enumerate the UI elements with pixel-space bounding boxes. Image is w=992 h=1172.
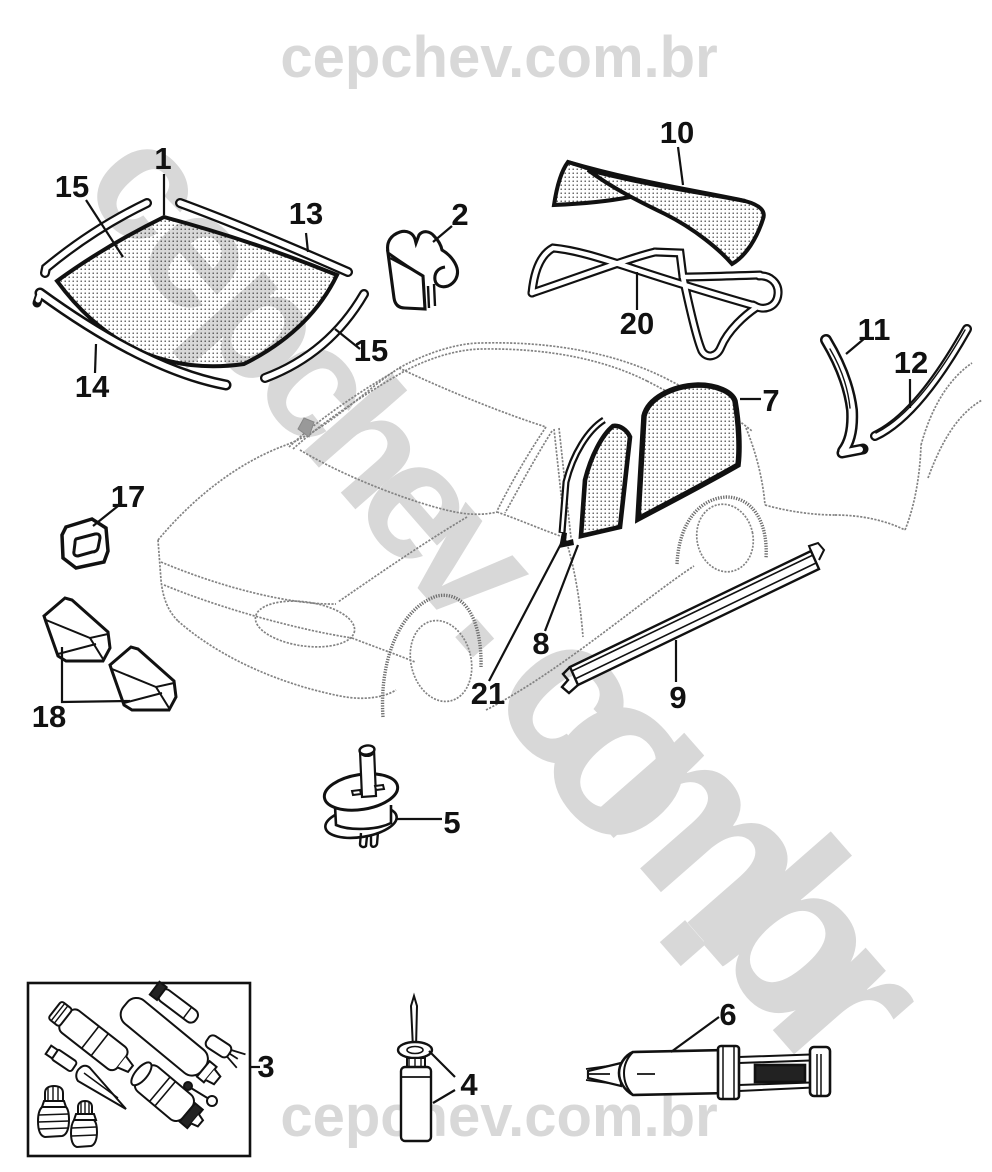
svg-text:20: 20	[620, 306, 654, 341]
svg-text:15: 15	[55, 169, 89, 204]
svg-text:13: 13	[289, 196, 323, 231]
svg-text:15: 15	[354, 333, 388, 368]
svg-text:9: 9	[669, 680, 686, 715]
svg-text:6: 6	[719, 997, 736, 1032]
svg-text:12: 12	[894, 345, 928, 380]
svg-text:14: 14	[75, 369, 110, 404]
svg-text:cepchev.com.br: cepchev.com.br	[280, 25, 717, 90]
svg-text:1: 1	[154, 141, 171, 176]
svg-text:21: 21	[471, 676, 505, 711]
svg-text:3: 3	[257, 1049, 274, 1084]
svg-text:11: 11	[858, 312, 891, 347]
svg-text:5: 5	[443, 805, 460, 840]
svg-text:7: 7	[762, 383, 779, 418]
svg-text:18: 18	[32, 699, 66, 734]
svg-text:8: 8	[532, 626, 549, 661]
svg-text:4: 4	[460, 1067, 478, 1102]
svg-text:2: 2	[451, 197, 468, 232]
svg-text:10: 10	[660, 115, 694, 150]
